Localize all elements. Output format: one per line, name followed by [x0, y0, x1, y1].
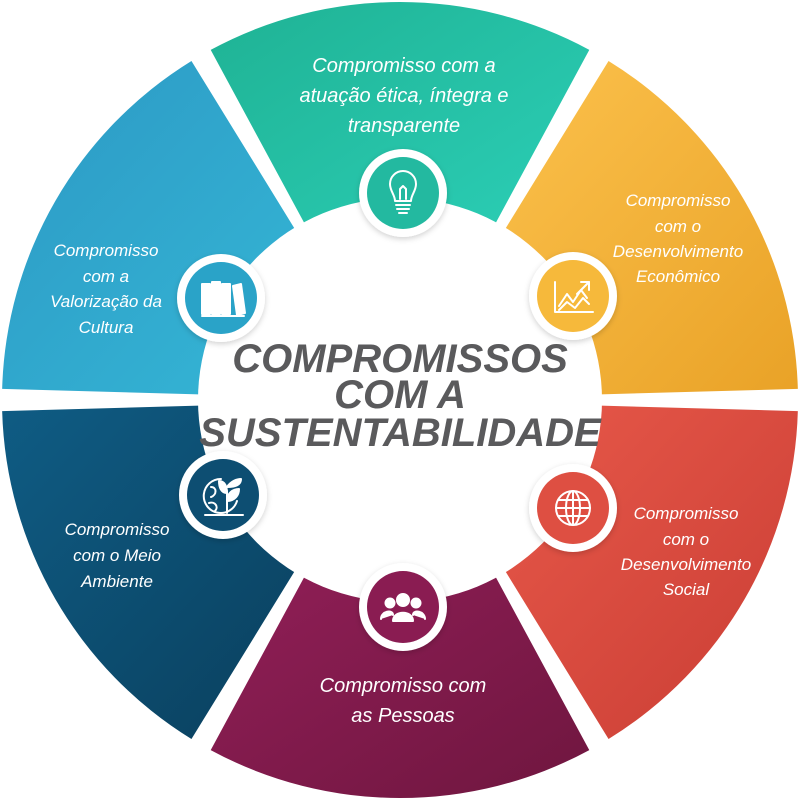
label-meio-ambiente-line-2: com o Meio — [73, 546, 161, 565]
label-cultura-line-4: Cultura — [79, 318, 134, 337]
label-economico-line-3: Desenvolvimento — [613, 242, 743, 261]
badge-social — [529, 464, 617, 552]
center-title: COMPROMISSOS COM A SUSTENTABILIDADE — [199, 337, 602, 455]
people-icon — [380, 593, 426, 622]
label-economico-line-1: Compromisso — [626, 191, 731, 210]
segment-labels: Compromisso com a atuação ética, íntegra… — [50, 55, 751, 727]
lightbulb-icon — [389, 170, 417, 214]
center-title-line-1: COMPROMISSOS — [232, 337, 568, 381]
label-etica-line-1: Compromisso com a — [312, 55, 495, 77]
center-disc — [198, 198, 602, 602]
label-pessoas-line-1: Compromisso com — [320, 675, 487, 697]
label-etica-line-3: transparente — [348, 115, 460, 137]
plant-globe-icon — [202, 477, 244, 516]
label-cultura-line-1: Compromisso — [54, 241, 159, 260]
center-title-line-2: COM A — [334, 373, 466, 417]
badge-meio-ambiente — [179, 451, 267, 539]
label-cultura-line-2: com a — [83, 267, 129, 286]
label-economico-line-4: Econômico — [636, 267, 720, 286]
label-etica-line-2: atuação ética, íntegra e — [299, 85, 508, 107]
label-social-line-3: Desenvolvimento — [621, 555, 751, 574]
growth-chart-icon — [554, 281, 594, 313]
badge-etica — [359, 149, 447, 237]
label-social-line-1: Compromisso — [634, 504, 739, 523]
badge-cultura — [177, 254, 265, 342]
books-icon — [201, 281, 246, 317]
badge-economico — [529, 252, 617, 340]
label-meio-ambiente-line-3: Ambiente — [80, 572, 153, 591]
label-social-line-4: Social — [663, 580, 711, 599]
globe-icon — [555, 490, 591, 526]
center-title-line-3: SUSTENTABILIDADE — [199, 411, 602, 455]
label-economico-line-2: com o — [655, 217, 701, 236]
label-social-line-2: com o — [663, 530, 709, 549]
segment-etica — [210, 2, 590, 251]
label-pessoas-line-2: as Pessoas — [351, 705, 454, 727]
segment-pessoas — [210, 549, 590, 799]
label-cultura-line-3: Valorização da — [50, 292, 162, 311]
label-meio-ambiente-line-1: Compromisso — [65, 520, 170, 539]
badge-pessoas — [359, 563, 447, 651]
